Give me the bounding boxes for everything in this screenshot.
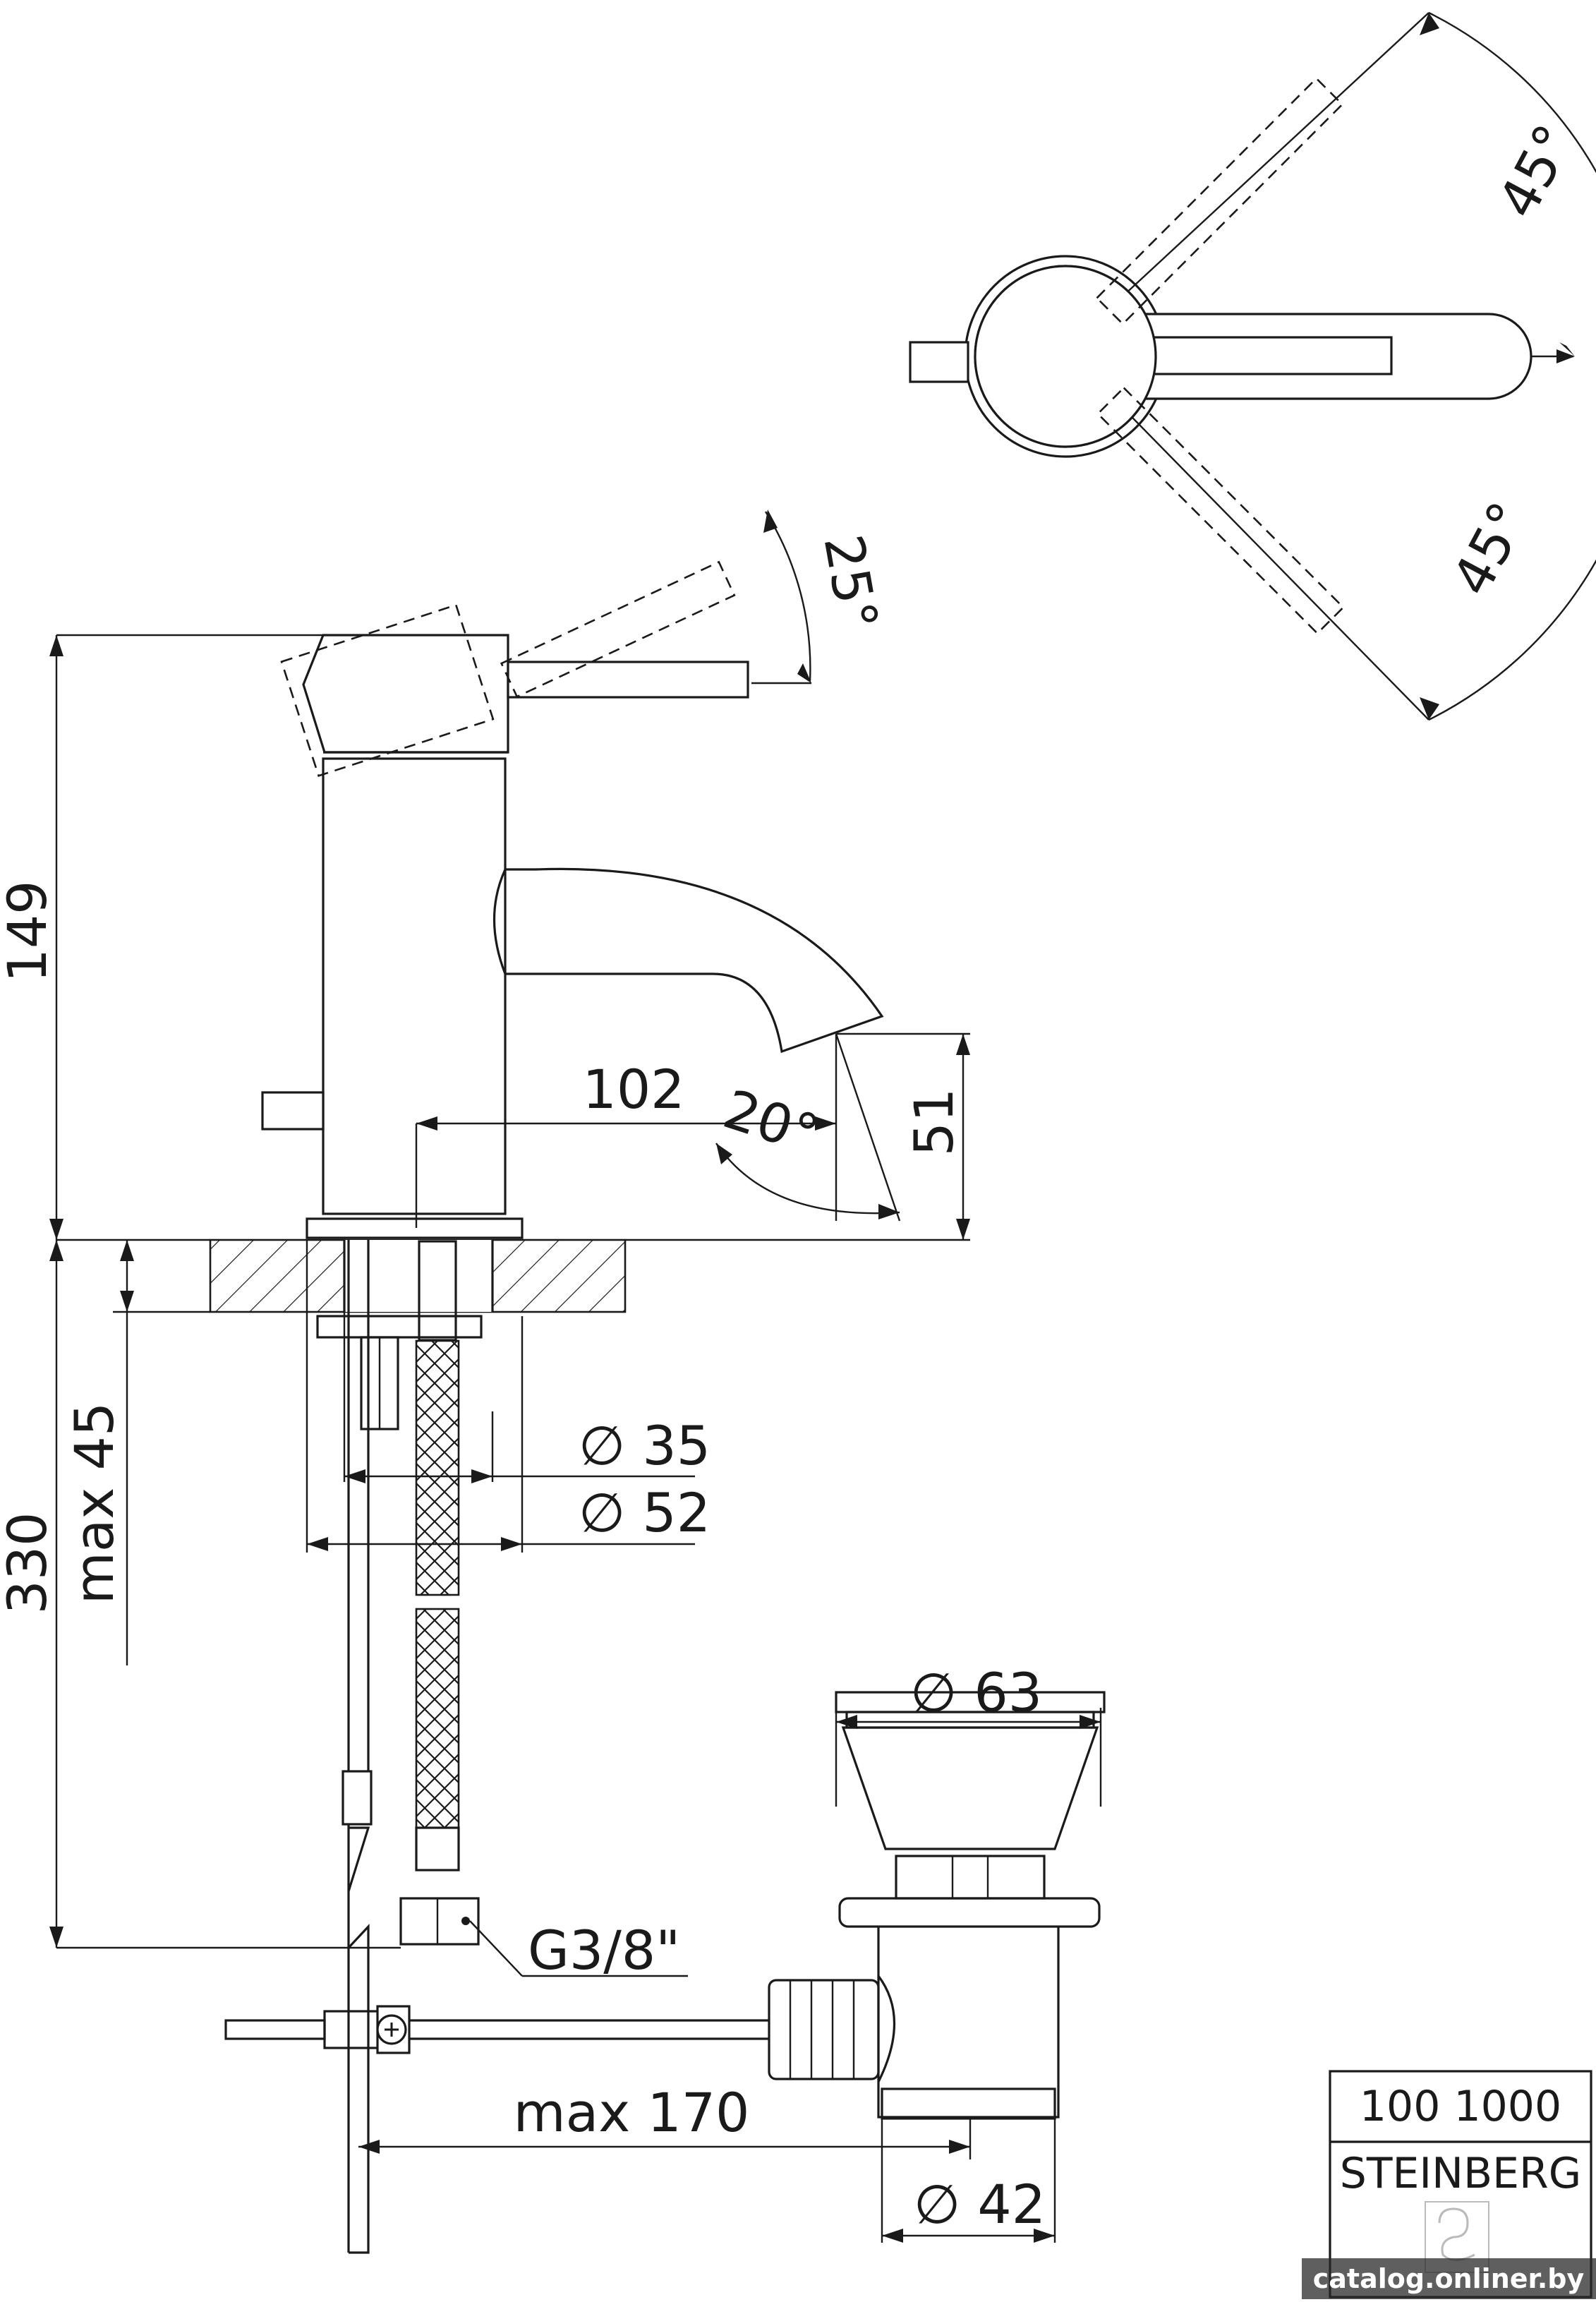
- watermark: catalog.onliner.by: [1302, 2258, 1596, 2299]
- diameter-35-label: ∅ 35: [579, 1414, 711, 1477]
- product-code: 100 1000: [1360, 2082, 1561, 2131]
- lever-tilt-label: 25°: [812, 530, 890, 634]
- max-reach-label: max 170: [514, 2081, 750, 2144]
- watermark-text: catalog.onliner.by: [1313, 2263, 1585, 2294]
- rotation-bottom-label: 45°: [1440, 492, 1540, 605]
- title-block: 100 1000 STEINBERG: [1329, 2070, 1592, 2298]
- spout-reach-label: 102: [582, 1058, 684, 1121]
- diameter-52-label: ∅ 52: [579, 1481, 711, 1544]
- diameter-42-label: ∅ 42: [914, 2173, 1046, 2236]
- spout-angle-label: 20°: [716, 1078, 826, 1167]
- thread-label: G3/8": [528, 1919, 680, 1982]
- max-thickness-label: max 45: [63, 1402, 126, 1604]
- top-view: 45° 45°: [909, 11, 1596, 721]
- dimension-lines: 149 330 max 45 102 20° 51: [0, 634, 1102, 2243]
- height-total-label: 149: [0, 880, 59, 982]
- side-view: 25° G3/8": [209, 510, 1106, 2254]
- spout-height-label: 51: [902, 1088, 965, 1157]
- height-under-label: 330: [0, 1512, 59, 1614]
- diameter-63-label: ∅ 63: [910, 1661, 1042, 1724]
- brand-name: STEINBERG: [1340, 2149, 1581, 2198]
